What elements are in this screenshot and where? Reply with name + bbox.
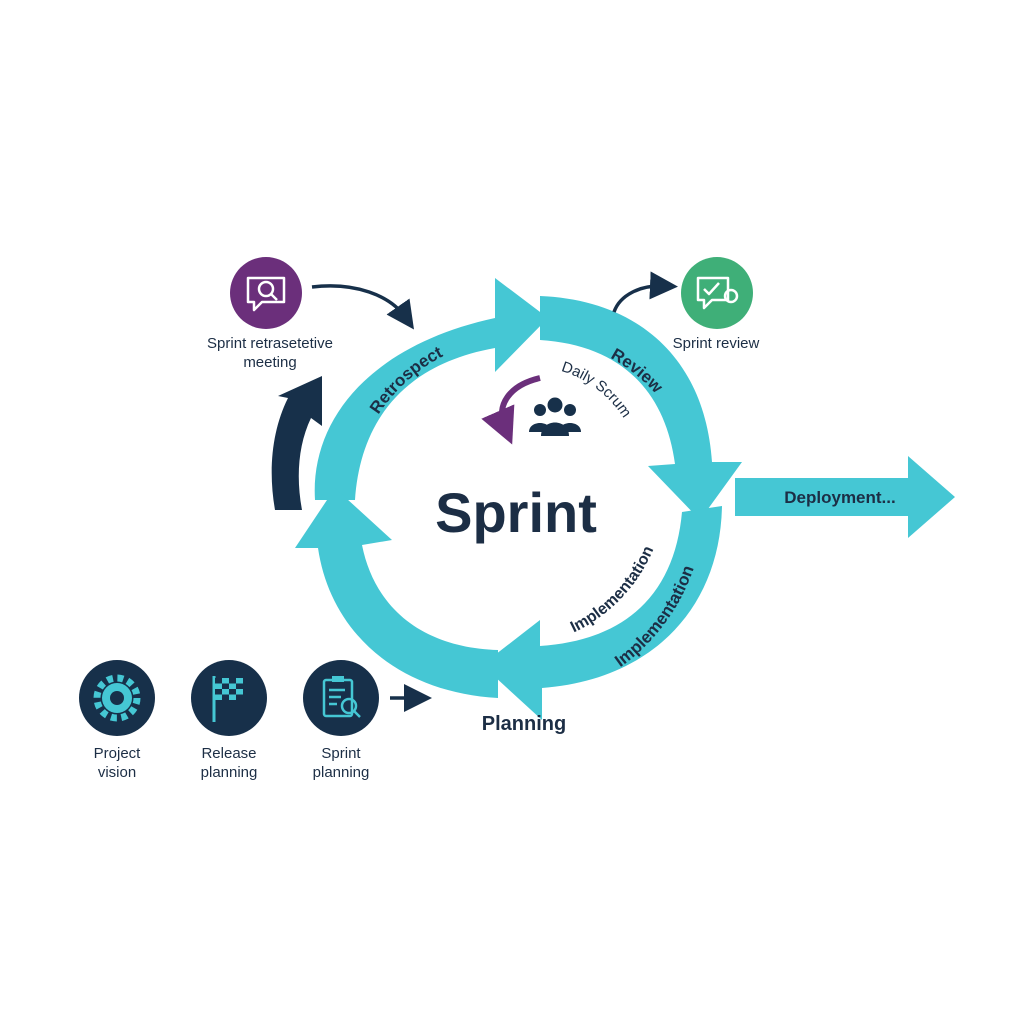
team-icon bbox=[529, 397, 581, 436]
bottom-items: Project vision Release planning bbox=[79, 660, 432, 781]
sprint-review-label: Sprint review bbox=[673, 335, 760, 352]
checkered-flag-icon bbox=[212, 676, 243, 722]
daily-scrum-arrow bbox=[481, 375, 541, 445]
sprint-review: Sprint review bbox=[612, 257, 760, 352]
implementation-arrow bbox=[482, 506, 722, 720]
review-badge bbox=[681, 257, 753, 329]
sprint-planning-line2: planning bbox=[313, 764, 370, 781]
retrospective-arrow bbox=[311, 284, 415, 330]
planning-arrow bbox=[295, 488, 498, 698]
daily-scrum: Daily Scrum bbox=[481, 358, 635, 445]
release-planning: Release planning bbox=[191, 660, 267, 781]
chat-check-gear-icon bbox=[696, 276, 739, 310]
retrospective-label-line1: Sprint retrasetetive bbox=[207, 335, 333, 352]
retrospective-badge bbox=[230, 257, 302, 329]
review-arrow bbox=[540, 296, 742, 520]
planning-label: Planning bbox=[482, 713, 566, 735]
left-return-arrow bbox=[271, 376, 322, 510]
clipboard-search-icon bbox=[322, 676, 361, 718]
project-vision-line2: vision bbox=[98, 764, 136, 781]
chat-magnifier-icon bbox=[246, 276, 286, 312]
gear-eye-icon bbox=[93, 674, 141, 722]
release-planning-line1: Release bbox=[201, 745, 256, 762]
retrospective-label-line2: meeting bbox=[243, 354, 296, 371]
sprint-planning: Sprint planning bbox=[303, 660, 379, 781]
sprint-title: Sprint bbox=[435, 481, 597, 544]
deployment-arrow: Deployment... bbox=[735, 456, 955, 538]
release-planning-line2: planning bbox=[201, 764, 258, 781]
project-vision: Project vision bbox=[79, 660, 155, 781]
project-vision-line1: Project bbox=[94, 745, 142, 762]
retrospect-arrow bbox=[314, 278, 548, 500]
retrospective-meeting: Sprint retrasetetive meeting bbox=[207, 257, 415, 371]
deployment-label: Deployment... bbox=[784, 488, 895, 507]
review-arrow-in bbox=[612, 271, 678, 313]
sprint-planning-line1: Sprint bbox=[321, 745, 361, 762]
sprint-cycle-ring bbox=[295, 278, 742, 720]
